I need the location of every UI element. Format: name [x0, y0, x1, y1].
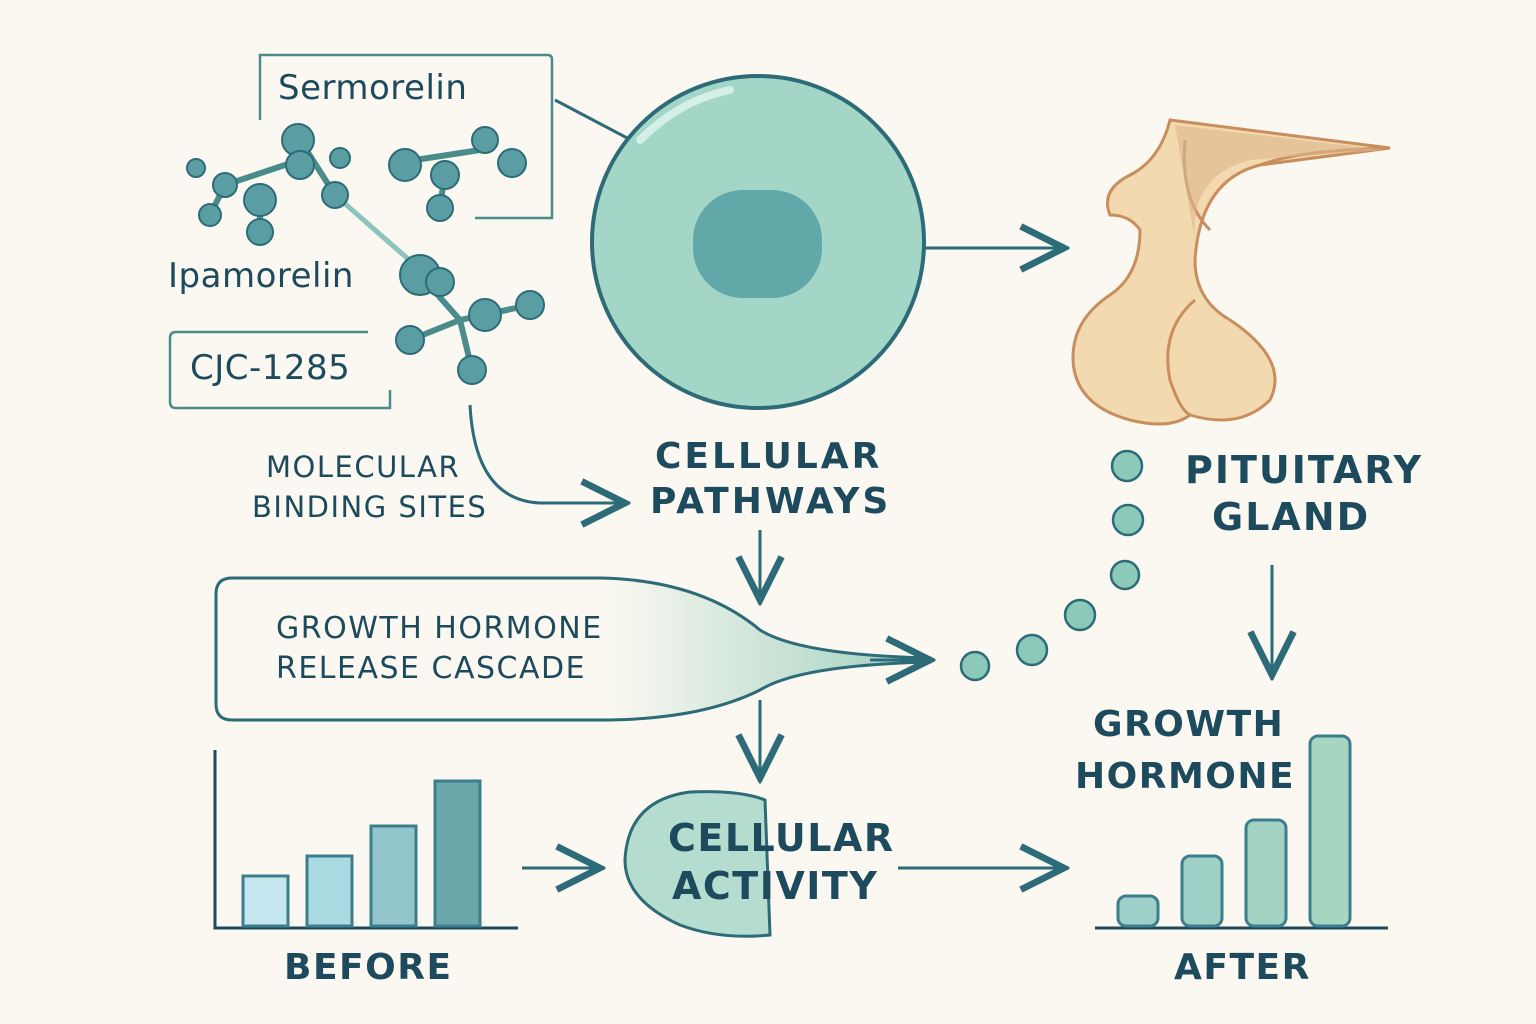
nucleus-icon: [693, 190, 822, 298]
pituitary-line2: GLAND: [1212, 495, 1371, 539]
pathways-line1: CELLULAR: [655, 436, 883, 477]
activity-line1: CELLULAR: [668, 816, 895, 860]
after-bar-4: [1308, 734, 1352, 928]
arrow-binding-to-pathways: [468, 404, 625, 503]
growth-hormone-line2: HORMONE: [1075, 756, 1296, 797]
cellular-activity-blob: [623, 790, 772, 938]
growth-hormone-line1: GROWTH: [1093, 704, 1285, 745]
cascade-line1: GROWTH HORMONE: [276, 611, 603, 646]
pituitary-line1: PITUITARY: [1185, 448, 1423, 492]
after-bars: [1116, 734, 1352, 928]
after-label: AFTER: [1174, 947, 1311, 988]
sermorelin-box: [258, 53, 554, 220]
activity-line2: ACTIVITY: [672, 864, 879, 908]
before-bars: [241, 779, 482, 928]
after-bar-2: [1180, 854, 1224, 928]
after-bar-1: [1116, 894, 1160, 928]
before-bar-2: [305, 854, 354, 928]
cjc-label: CJC-1285: [190, 348, 351, 388]
after-bar-3: [1244, 818, 1288, 928]
before-bar-1: [241, 874, 290, 928]
pituitary-gland-icon: [1071, 118, 1391, 426]
binding-sites-line2: BINDING SITES: [252, 490, 488, 524]
hormone-dots: [959, 449, 1145, 682]
before-label: BEFORE: [284, 947, 453, 988]
binding-sites-line1: MOLECULAR: [266, 450, 461, 484]
before-chart-axes: [213, 750, 518, 930]
before-bar-4: [433, 779, 482, 928]
before-bar-3: [369, 824, 418, 928]
cascade-shape: [214, 576, 932, 722]
pathways-line2: PATHWAYS: [650, 481, 892, 522]
ipamorelin-label: Ipamorelin: [168, 256, 354, 296]
molecule-icon: [186, 123, 545, 385]
cascade-line2: RELEASE CASCADE: [276, 651, 587, 686]
sermorelin-label: Sermorelin: [278, 68, 468, 108]
cjc-box: [168, 330, 392, 410]
